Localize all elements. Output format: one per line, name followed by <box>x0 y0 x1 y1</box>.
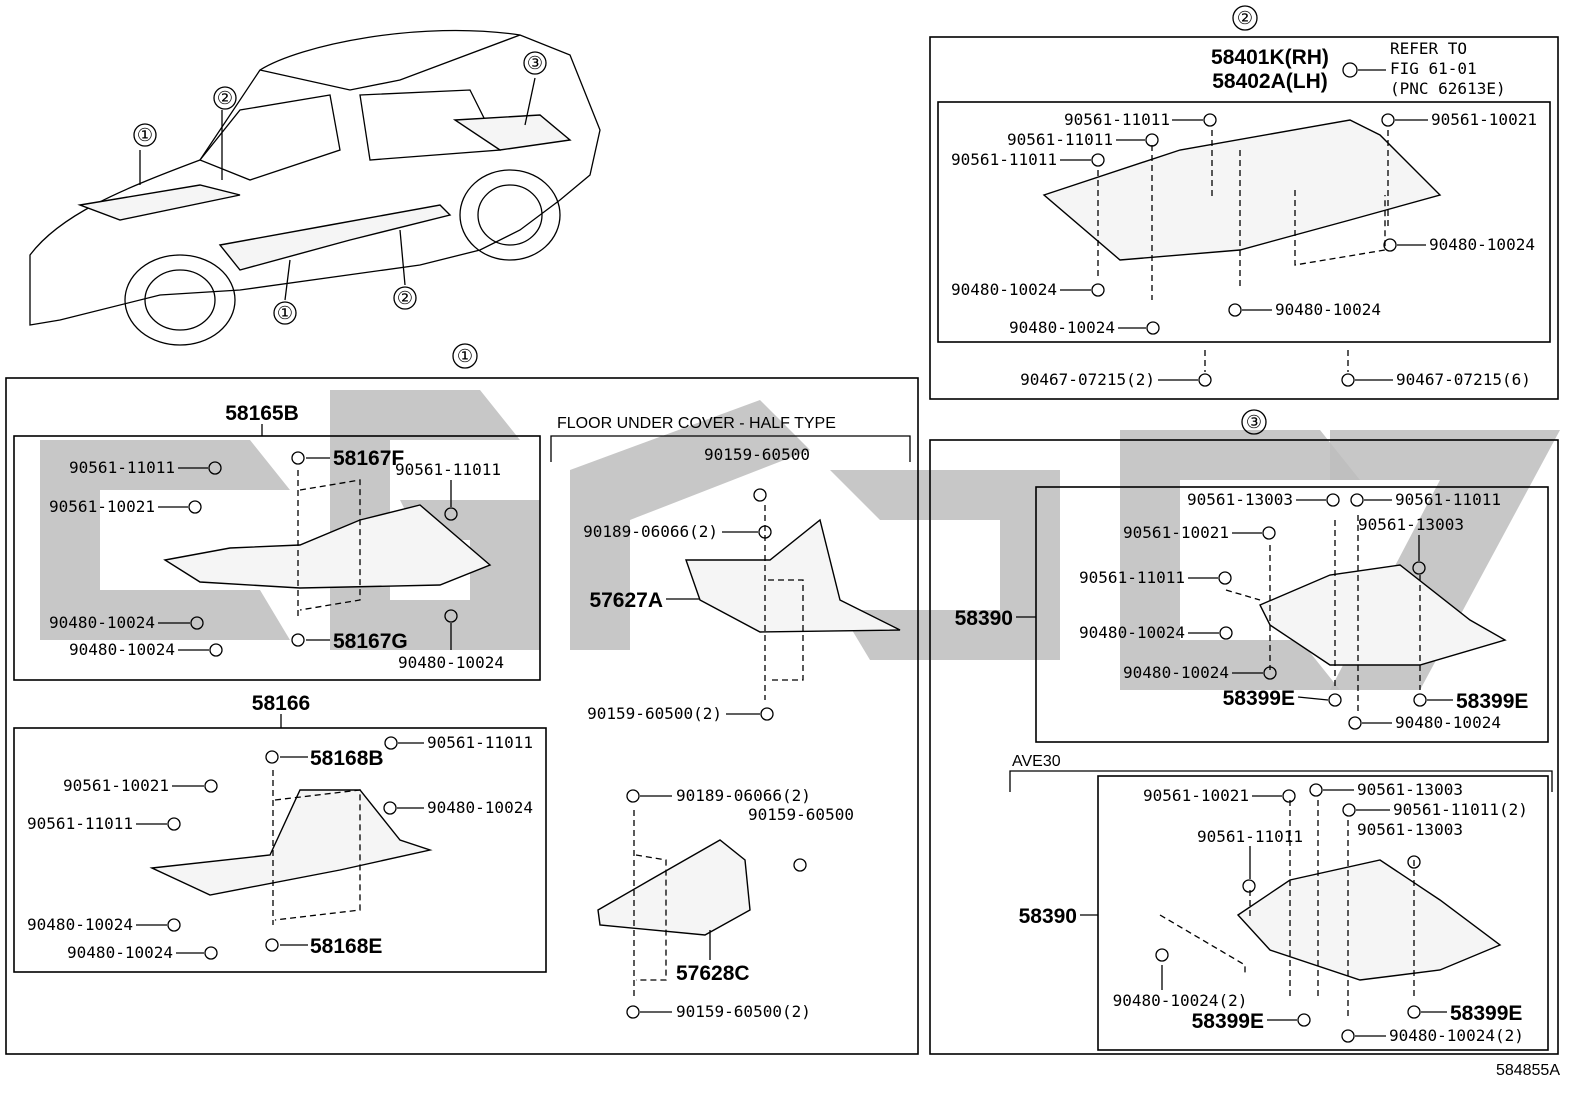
label-58166-90480-10024-b: 90480-10024 <box>27 915 133 934</box>
label-s3u-58399e-a: 58399E <box>1223 687 1295 710</box>
label-s3l-90480-10024-2-a: 90480-10024(2) <box>1113 991 1248 1010</box>
label-58165-90480-10024-c: 90480-10024 <box>398 653 504 672</box>
group-58165b-title: 58165B <box>225 402 299 425</box>
section-2: ② 58401K(RH) 58402A(LH) REFER TO FIG 61-… <box>929 5 1559 400</box>
section-2-marker: ② <box>1237 8 1253 28</box>
label-s2-90561-11011-a: 90561-11011 <box>1064 110 1170 129</box>
label-58401k: 58401K(RH) <box>1211 46 1329 69</box>
label-s3u-90561-10021: 90561-10021 <box>1123 523 1229 542</box>
label-s3l-58399e-b: 58399E <box>1450 1002 1522 1025</box>
label-s3u-90561-11011-a: 90561-11011 <box>1395 490 1501 509</box>
label-s2-90467-07215-b: 90467-07215(6) <box>1396 370 1531 389</box>
label-s2-90480-10024-c: 90480-10024 <box>1275 300 1381 319</box>
footer-code: 584855A <box>1496 1062 1560 1079</box>
label-s2-90480-10024-d: 90480-10024 <box>1009 318 1115 337</box>
label-90159-60500-c: 90159-60500 <box>748 805 854 824</box>
refer-fig: FIG 61-01 <box>1390 59 1477 78</box>
label-s3l-90561-10021: 90561-10021 <box>1143 786 1249 805</box>
label-s3l-90480-10024-2-b: 90480-10024(2) <box>1389 1026 1524 1045</box>
label-s3u-90561-11011-b: 90561-11011 <box>1079 568 1185 587</box>
label-57627a: 57627A <box>589 589 663 612</box>
section-3-marker: ③ <box>1246 412 1262 432</box>
label-s3u-90561-13003-a: 90561-13003 <box>1187 490 1293 509</box>
label-58166-90480-10024-a: 90480-10024 <box>427 798 533 817</box>
label-58165-90561-10021: 90561-10021 <box>49 497 155 516</box>
label-s2-90561-11011-b: 90561-11011 <box>1007 130 1113 149</box>
label-s2-90561-11011-c: 90561-11011 <box>951 150 1057 169</box>
label-s3u-90561-13003-b: 90561-13003 <box>1358 515 1464 534</box>
label-s3l-58399e-a: 58399E <box>1192 1010 1264 1033</box>
ave-title: AVE30 <box>1012 753 1061 770</box>
car-callout-3: ③ <box>527 53 543 73</box>
refer-pnc: (PNC 62613E) <box>1390 79 1506 98</box>
group-58166-title: 58166 <box>252 692 310 715</box>
label-58165-90561-11011-b: 90561-11011 <box>395 460 501 479</box>
car-callout-1a: ① <box>137 125 153 145</box>
label-s3l-58390: 58390 <box>1019 905 1077 928</box>
label-s3l-90561-13003-a: 90561-13003 <box>1357 780 1463 799</box>
label-90189-06066-a: 90189-06066(2) <box>583 522 718 541</box>
label-58165-90561-11011-a: 90561-11011 <box>69 458 175 477</box>
label-58402a: 58402A(LH) <box>1212 70 1328 93</box>
section-3: ③ 90561-13003 90561-11011 90561-10021 90… <box>929 409 1559 1055</box>
label-58167g: 58167G <box>333 630 408 653</box>
label-s3u-58399e-b: 58399E <box>1456 690 1528 713</box>
label-s3u-58390: 58390 <box>955 607 1013 630</box>
car-callout-2a: ② <box>217 88 233 108</box>
label-s2-90480-10024-b: 90480-10024 <box>951 280 1057 299</box>
label-s3l-90561-11011-2: 90561-11011(2) <box>1393 800 1528 819</box>
label-58166-90480-10024-c: 90480-10024 <box>67 943 173 962</box>
half-type-title: FLOOR UNDER COVER - HALF TYPE <box>557 415 836 432</box>
label-90159-60500-b: 90159-60500(2) <box>587 704 722 723</box>
label-s2-90480-10024-a: 90480-10024 <box>1429 235 1535 254</box>
group-half-type: FLOOR UNDER COVER - HALF TYPE 90159-6050… <box>550 415 911 1021</box>
group-58165b: 58165B 90561-11011 90561-10021 58167F 90… <box>13 402 541 681</box>
label-s3l-90561-13003-b: 90561-13003 <box>1357 820 1463 839</box>
label-58166-90561-11011-a: 90561-11011 <box>427 733 533 752</box>
label-58165-90480-10024-a: 90480-10024 <box>49 613 155 632</box>
section-1: ① 58165B 90561-11011 90561-10021 58167F … <box>5 343 919 1055</box>
label-90189-06066-b: 90189-06066(2) <box>676 786 811 805</box>
car-overview: ① ② ③ ① ② <box>29 29 601 346</box>
refer-to: REFER TO <box>1390 39 1467 58</box>
label-58167f: 58167F <box>333 447 404 470</box>
label-90159-60500-d: 90159-60500(2) <box>676 1002 811 1021</box>
car-callout-2b: ② <box>397 288 413 308</box>
label-58166-90561-10021: 90561-10021 <box>63 776 169 795</box>
label-s2-90561-10021: 90561-10021 <box>1431 110 1537 129</box>
label-58165-90480-10024-b: 90480-10024 <box>69 640 175 659</box>
car-callout-1b: ① <box>277 303 293 323</box>
label-s3u-90480-10024-b: 90480-10024 <box>1123 663 1229 682</box>
label-s3u-90480-10024-a: 90480-10024 <box>1079 623 1185 642</box>
label-s2-90467-07215-a: 90467-07215(2) <box>1020 370 1155 389</box>
label-s3u-90480-10024-c: 90480-10024 <box>1395 713 1501 732</box>
label-58168b: 58168B <box>310 747 384 770</box>
section-1-marker: ① <box>457 346 473 366</box>
label-58168e: 58168E <box>310 935 382 958</box>
label-57628c: 57628C <box>676 962 750 985</box>
label-58166-90561-11011-b: 90561-11011 <box>27 814 133 833</box>
label-90159-60500-a: 90159-60500 <box>704 445 810 464</box>
label-s3l-90561-11011: 90561-11011 <box>1197 827 1303 846</box>
group-58166: 58166 58168B 90561-11011 90561-10021 904… <box>13 692 547 973</box>
